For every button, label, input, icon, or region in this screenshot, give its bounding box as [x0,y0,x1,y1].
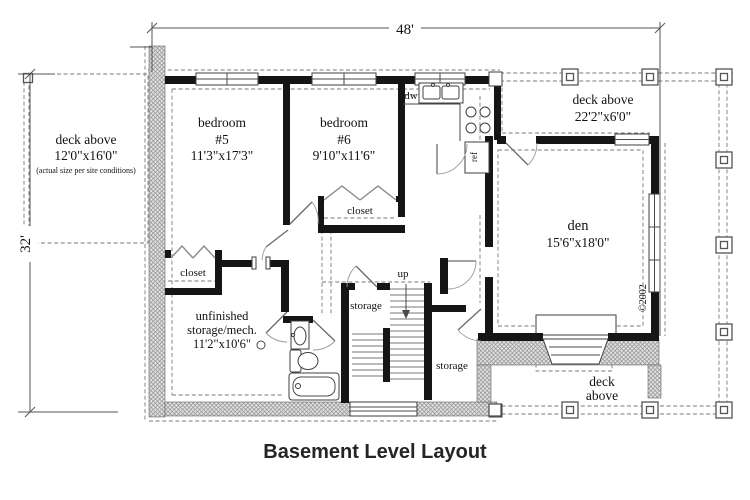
dashed-outlines [23,46,733,422]
svg-text:#6: #6 [337,132,351,147]
top-deck-label: deck above [572,92,633,107]
dimension-48: 48' [130,20,666,336]
dimension-32: 32' [18,68,118,418]
door-storage1 [346,265,378,288]
window [614,133,650,146]
copyright-label: ©2002 [638,284,649,312]
window [349,401,418,417]
dimension-width-label: 48' [396,22,414,38]
left-foundation-wall [148,45,166,418]
bathroom-fixtures [288,320,340,401]
stairs-east-wall [424,283,432,400]
door-storage-mech [265,311,288,343]
hall-wall [281,260,289,312]
door-bathroom [312,319,336,351]
up-label: up [398,268,410,280]
refrigerator [464,141,490,174]
door-jamb [251,256,257,270]
bedroom5-south-wall [222,260,255,267]
door-den-entry [447,260,477,290]
bedroom5-label: bedroom [198,115,246,130]
stairs [352,284,424,380]
storage2-top-wall [432,305,466,312]
page-title: Basement Level Layout [263,441,487,463]
bathroom-top-wall [283,316,313,323]
refrigerator-label: ref [469,152,479,162]
corner-post [488,71,503,87]
hall-stub-wall [440,258,448,294]
svg-text:12'0"x16'0": 12'0"x16'0" [54,148,117,163]
window [311,72,377,86]
stove [465,106,491,134]
door-bedroom5 [261,229,289,261]
stair-treads-right [390,288,424,380]
bottom-deck-label: deck [589,374,615,389]
floor-drain [256,340,266,350]
den-west-wall [485,136,493,247]
kitchen-fixtures [403,82,491,174]
svg-text:9'10"x11'6": 9'10"x11'6" [313,148,376,163]
storage2-label: storage [436,360,468,372]
bedroom6-kitchen-wall [398,84,405,217]
closet5-label: closet [180,267,206,279]
bifold-closet6 [323,185,397,201]
window [648,193,661,293]
svg-text:storage/mech.: storage/mech. [187,323,257,337]
kitchen-east-wall [494,84,501,140]
left-deck-note: (actual size per site conditions) [36,166,136,175]
unfinished-storage-label: unfinished [196,309,250,323]
svg-text:11'2"x10'6": 11'2"x10'6" [193,337,251,351]
bifold-closet5 [170,244,216,259]
door-storage2 [457,308,482,342]
svg-text:22'2"x6'0": 22'2"x6'0" [575,109,631,124]
door-kitchen [436,143,468,175]
closet6-label: closet [347,205,373,217]
toilet [289,349,319,373]
door-den-top [505,142,538,166]
closet5-wall [165,250,171,258]
svg-text:above: above [586,388,618,403]
windows [195,71,661,418]
bedroom6-label: bedroom [320,115,368,130]
den-south-wall [478,333,543,341]
den-inner-outline [497,149,644,327]
bathtub [288,372,340,401]
bathroom-east-wall [341,283,349,403]
svg-text:11'3"x17'3": 11'3"x17'3" [191,148,254,163]
kitchen-sink [418,82,464,104]
left-deck-outline [23,73,149,244]
bathroom-sink [290,320,310,350]
svg-text:15'6"x18'0": 15'6"x18'0" [546,235,609,250]
dimension-height-label: 32' [18,235,34,253]
window [414,72,466,86]
svg-text:#5: #5 [215,132,229,147]
den-label: den [568,218,590,234]
den-stoop-platform [535,314,617,336]
room-labels: deck above 12'0"x16'0" (actual size per … [36,90,649,403]
bedroom-divider-wall [283,84,290,225]
bottom-foundation-wall [164,401,498,417]
closet6-wall [318,225,405,233]
stair-stringer-wall [383,328,390,382]
storage1-label: storage [350,300,382,312]
door-bedroom6 [289,201,319,225]
stair-treads-left [352,333,383,377]
storage1-top-wall [345,283,355,290]
doors [170,142,538,351]
dishwasher-label: dw [404,90,418,102]
den-exterior-steps [542,338,609,365]
den-top-wall [497,136,506,144]
window [195,72,259,86]
up-arrow-head [402,310,410,319]
left-deck-label: deck above [55,132,116,147]
door-jamb [265,256,271,270]
